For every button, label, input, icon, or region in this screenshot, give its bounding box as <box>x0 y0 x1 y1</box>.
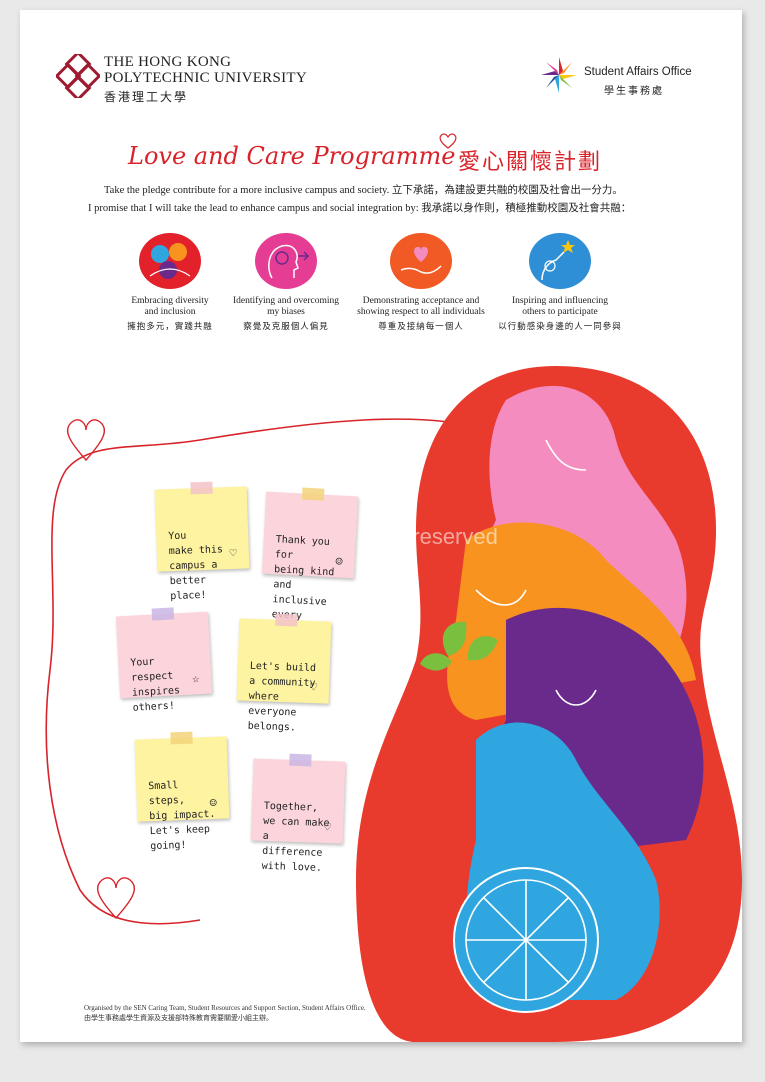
watermark: ©Matisse. all rights reserved <box>220 524 498 549</box>
commitment-4-text-cn: 以行動感染身邊的人一同參與 <box>498 322 622 332</box>
smiley-icon: ☺ <box>209 795 218 811</box>
title-en: Love and Care Programme <box>128 142 456 170</box>
commitment-1-text: Embracing diversity and inclusion <box>131 296 209 317</box>
heart-icon: ♡ <box>309 679 318 695</box>
diverse-faces-icon <box>139 233 201 289</box>
pledge-line-1: Take the pledge contribute for a more in… <box>104 185 623 196</box>
title-cn: 愛心關懷計劃 <box>458 150 603 175</box>
tape <box>289 753 312 767</box>
commitment-1-text-cn: 擁抱多元，實踐共融 <box>127 322 213 332</box>
pledge-line-2: I promise that I will take the lead to e… <box>88 203 632 214</box>
commitment-2-text-cn: 察覺及克服個人偏見 <box>243 322 329 332</box>
university-name-cn: 香港理工大學 <box>104 90 189 104</box>
poster: THE HONG KONG POLYTECHNIC UNIVERSITY 香港理… <box>20 10 742 1042</box>
sticky-note-2: Thank you for being kind and inclusive e… <box>261 487 359 636</box>
commitment-3: Demonstrating acceptance and showing res… <box>346 232 496 332</box>
tape <box>275 613 298 627</box>
reach-star-icon <box>529 233 591 289</box>
smiley-icon: ☺ <box>335 554 344 569</box>
star-icon: ☆ <box>191 671 200 686</box>
university-name-line1: THE HONG KONG <box>104 54 232 70</box>
title-heart-icon <box>439 133 457 149</box>
commitment-2-text: Identifying and overcoming my biases <box>232 296 340 317</box>
matryoshka-illustration <box>356 366 742 1042</box>
commitment-4-text: Inspiring and influencing others to part… <box>511 296 609 317</box>
tape <box>190 481 213 495</box>
note-text: Together, we can make a difference with … <box>261 800 330 874</box>
office-name-cn: 學生事務處 <box>604 86 664 97</box>
commitment-2: Identifying and overcoming my biases 察覺及… <box>218 232 354 332</box>
sticky-note-3: Your respect inspires others! ☆ <box>115 607 213 714</box>
university-name-line2: POLYTECHNIC UNIVERSITY <box>104 70 308 86</box>
note-text: Your respect inspires others! <box>130 656 181 714</box>
sticky-note-1: You make this campus a better place! ♡ <box>154 481 250 602</box>
commitment-1: Embracing diversity and inclusion 擁抱多元，實… <box>112 232 228 332</box>
heart-icon: ♡ <box>229 545 238 561</box>
heart-icon: ♡ <box>323 819 332 835</box>
sticky-note-4: Let's build a community where everyone b… <box>236 613 332 733</box>
tape <box>151 607 175 621</box>
polyu-logo-icon <box>56 54 100 98</box>
head-thought-icon <box>255 233 317 289</box>
commitment-3-text-cn: 尊重及接納每一個人 <box>378 322 464 332</box>
commitment-4: Inspiring and influencing others to part… <box>490 232 630 332</box>
footer-organiser: Organised by the SEN Caring Team, Studen… <box>84 1004 366 1012</box>
heart-line-decoration <box>45 418 491 925</box>
footer-organiser-cn: 由學生事務處學生資源及支援部特殊教育需要關愛小組主辦。 <box>84 1014 273 1022</box>
tape <box>170 731 193 745</box>
office-name: Student Affairs Office <box>584 66 692 78</box>
sticky-note-5: Small steps, big impact. Let's keep goin… <box>134 731 230 852</box>
tape <box>301 487 325 501</box>
sao-logo-icon <box>541 57 577 93</box>
sticky-note-6: Together, we can make a difference with … <box>250 753 346 874</box>
commitment-3-text: Demonstrating acceptance and showing res… <box>357 296 485 317</box>
hand-heart-icon <box>390 233 452 289</box>
